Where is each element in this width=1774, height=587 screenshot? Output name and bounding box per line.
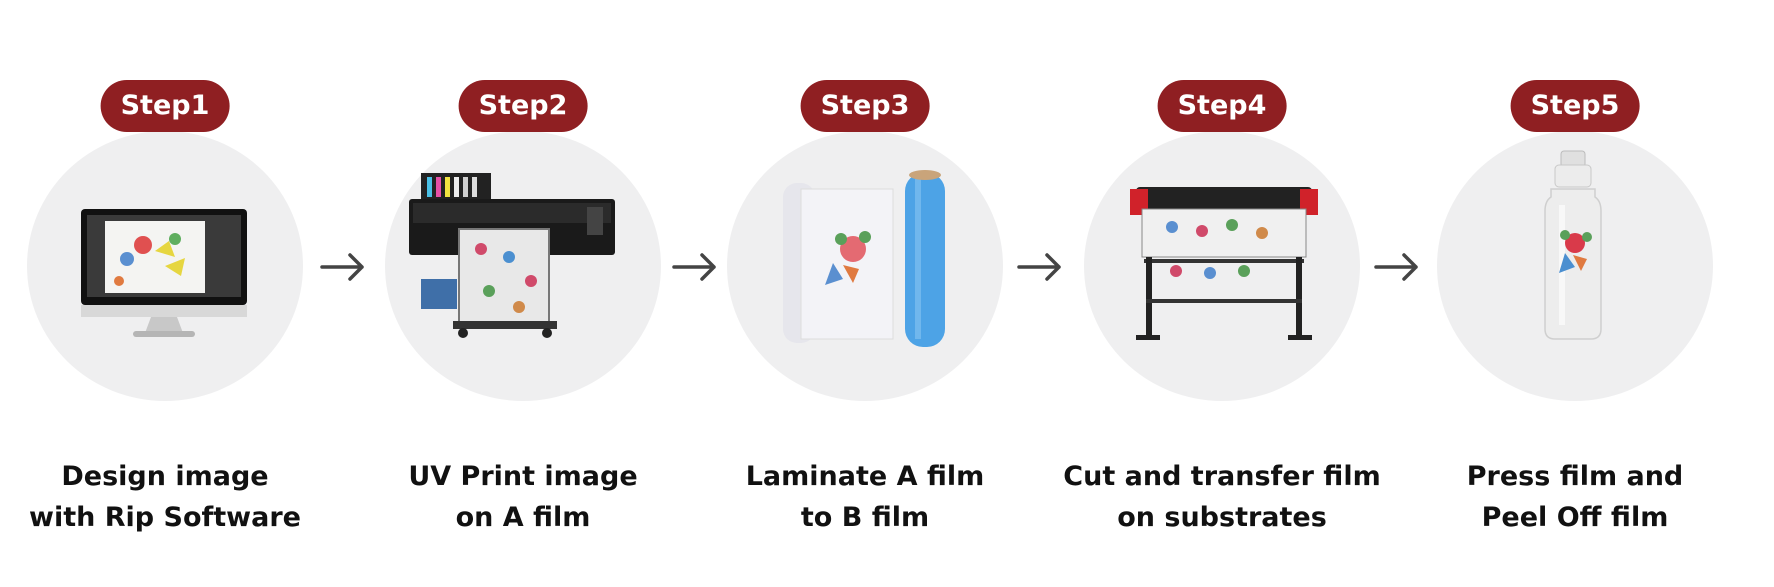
step-4-circle	[1084, 131, 1360, 401]
monitor-icon	[81, 209, 247, 337]
step-3-caption-line2: to B film	[800, 502, 930, 533]
step-5-caption-line1: Press film and	[1466, 461, 1684, 492]
step-2: Step2 UV Print image on A film	[373, 0, 673, 587]
step-2-badge: Step2	[458, 80, 588, 132]
film-rolls-icon	[783, 170, 945, 347]
step-4-badge: Step4	[1157, 80, 1287, 132]
step-1: Step1 Design image with Rip Software	[15, 0, 315, 587]
step-4-caption-line2: on substrates	[1117, 502, 1327, 533]
step-4: Step4 Cut and transfer film on substrate…	[1063, 0, 1381, 587]
step-4-caption: Cut and transfer film on substrates	[1052, 456, 1392, 538]
bottle-icon	[1544, 150, 1602, 340]
step-1-badge: Step1	[100, 80, 230, 132]
step-1-caption: Design image with Rip Software	[0, 456, 335, 538]
step-5-caption: Press film and Peel Off film	[1405, 456, 1745, 538]
step-2-caption: UV Print image on A film	[353, 456, 693, 538]
arrow-icon	[1017, 253, 1061, 281]
step-4-caption-line1: Cut and transfer film	[1063, 461, 1381, 492]
step-3-caption-line1: Laminate A film	[745, 461, 985, 492]
arrow-icon	[1374, 253, 1418, 281]
cutting-plotter-icon	[1130, 187, 1318, 340]
step-2-caption-line2: on A film	[455, 502, 591, 533]
step-3: Step3 Laminate A film to B film	[715, 0, 1015, 587]
uv-printer-icon	[409, 173, 615, 338]
step-2-caption-line1: UV Print image	[408, 461, 638, 492]
arrow-icon	[672, 253, 716, 281]
step-3-badge: Step3	[800, 80, 930, 132]
step-5: Step5 Press film and Peel Off film	[1425, 0, 1725, 587]
arrow-icon	[320, 253, 364, 281]
step-3-caption: Laminate A film to B film	[695, 456, 1035, 538]
step-1-caption-line2: with Rip Software	[29, 502, 301, 533]
step-1-caption-line1: Design image	[61, 461, 269, 492]
step-5-caption-line2: Peel Off film	[1481, 502, 1669, 533]
step-5-badge: Step5	[1510, 80, 1640, 132]
